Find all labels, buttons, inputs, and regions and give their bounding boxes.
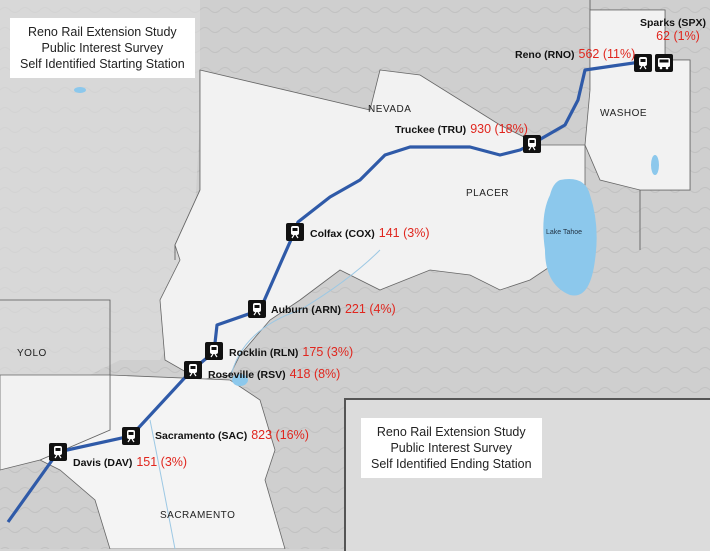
water-body	[651, 155, 659, 175]
station-name: Sacramento (SAC)	[155, 430, 248, 442]
station-label-colfax: Colfax (COX)141 (3%)	[310, 226, 430, 240]
region-label-yolo: YOLO	[17, 348, 47, 359]
station-label-sacramento: Sacramento (SAC)823 (16%)	[155, 428, 309, 442]
station-name: Davis (DAV)	[73, 457, 133, 469]
station-label-rocklin: Rocklin (RLN)175 (3%)	[229, 345, 353, 359]
station-label-davis: Davis (DAV)151 (3%)	[73, 455, 187, 469]
station-name: Rocklin (RLN)	[229, 347, 299, 359]
station-name: Sparks (SPX)	[640, 17, 706, 29]
station-label-roseville: Roseville (RSV)418 (8%)	[208, 367, 340, 381]
station-icon-auburn[interactable]	[248, 300, 266, 318]
station-label-auburn: Auburn (ARN)221 (4%)	[271, 302, 396, 316]
bus-icon-sparks[interactable]	[655, 54, 673, 72]
placer-county	[159, 69, 586, 381]
station-name: Truckee (TRU)	[395, 124, 467, 136]
station-stat: 562 (11%)	[578, 47, 636, 61]
station-label-sparks: Sparks (SPX) 62 (1%)	[640, 17, 706, 43]
region-label-nevada: NEVADA	[368, 104, 412, 115]
station-stat: 221 (4%)	[344, 302, 396, 316]
title-line: Public Interest Survey	[41, 41, 164, 55]
station-stat: 823 (16%)	[251, 428, 309, 442]
station-icon-sacramento[interactable]	[122, 427, 140, 445]
inset-title-line: Public Interest Survey	[390, 441, 513, 455]
station-label-reno: Reno (RNO)562 (11%)	[515, 47, 635, 61]
map-title-box: Reno Rail Extension Study Public Interes…	[10, 18, 195, 78]
station-icon-sparks[interactable]	[634, 54, 652, 72]
station-stat: 151 (3%)	[136, 455, 188, 469]
station-label-truckee: Truckee (TRU)930 (18%)	[395, 122, 528, 136]
region-label-sacramento: SACRAMENTO	[160, 510, 236, 521]
lake-label-tahoe: Lake Tahoe	[546, 229, 583, 236]
yolo-county	[0, 374, 111, 471]
station-name: Reno (RNO)	[515, 49, 575, 61]
station-icon-colfax[interactable]	[286, 223, 304, 241]
title-line: Self Identified Starting Station	[20, 57, 185, 71]
station-stat: 175 (3%)	[302, 345, 354, 359]
title-line: Reno Rail Extension Study	[27, 25, 177, 39]
station-stat: 418 (8%)	[289, 367, 341, 381]
station-name: Roseville (RSV)	[208, 369, 286, 381]
region-label-placer: PLACER	[466, 188, 510, 199]
lake-tahoe	[543, 179, 597, 296]
station-stat: 62 (1%)	[656, 29, 700, 43]
inset-title-line: Reno Rail Extension Study	[376, 425, 526, 439]
station-name: Auburn (ARN)	[271, 304, 341, 316]
station-icon-roseville[interactable]	[184, 361, 202, 379]
rail-route	[6, 60, 641, 523]
station-icon-davis[interactable]	[49, 443, 67, 461]
station-stat: 141 (3%)	[378, 226, 430, 240]
water-body	[232, 374, 248, 386]
station-name: Colfax (COX)	[310, 228, 375, 240]
sacramento-valley	[0, 0, 200, 380]
region-label-washoe: WASHOE	[600, 108, 648, 119]
station-icon-rocklin[interactable]	[205, 342, 223, 360]
inset-title-line: Self Identified Ending Station	[371, 457, 532, 471]
station-stat: 930 (18%)	[470, 122, 528, 136]
inset-title-box: Reno Rail Extension Study Public Interes…	[361, 418, 542, 478]
water-body	[74, 87, 86, 93]
station-icon-truckee[interactable]	[523, 135, 541, 153]
rivers	[149, 249, 381, 549]
